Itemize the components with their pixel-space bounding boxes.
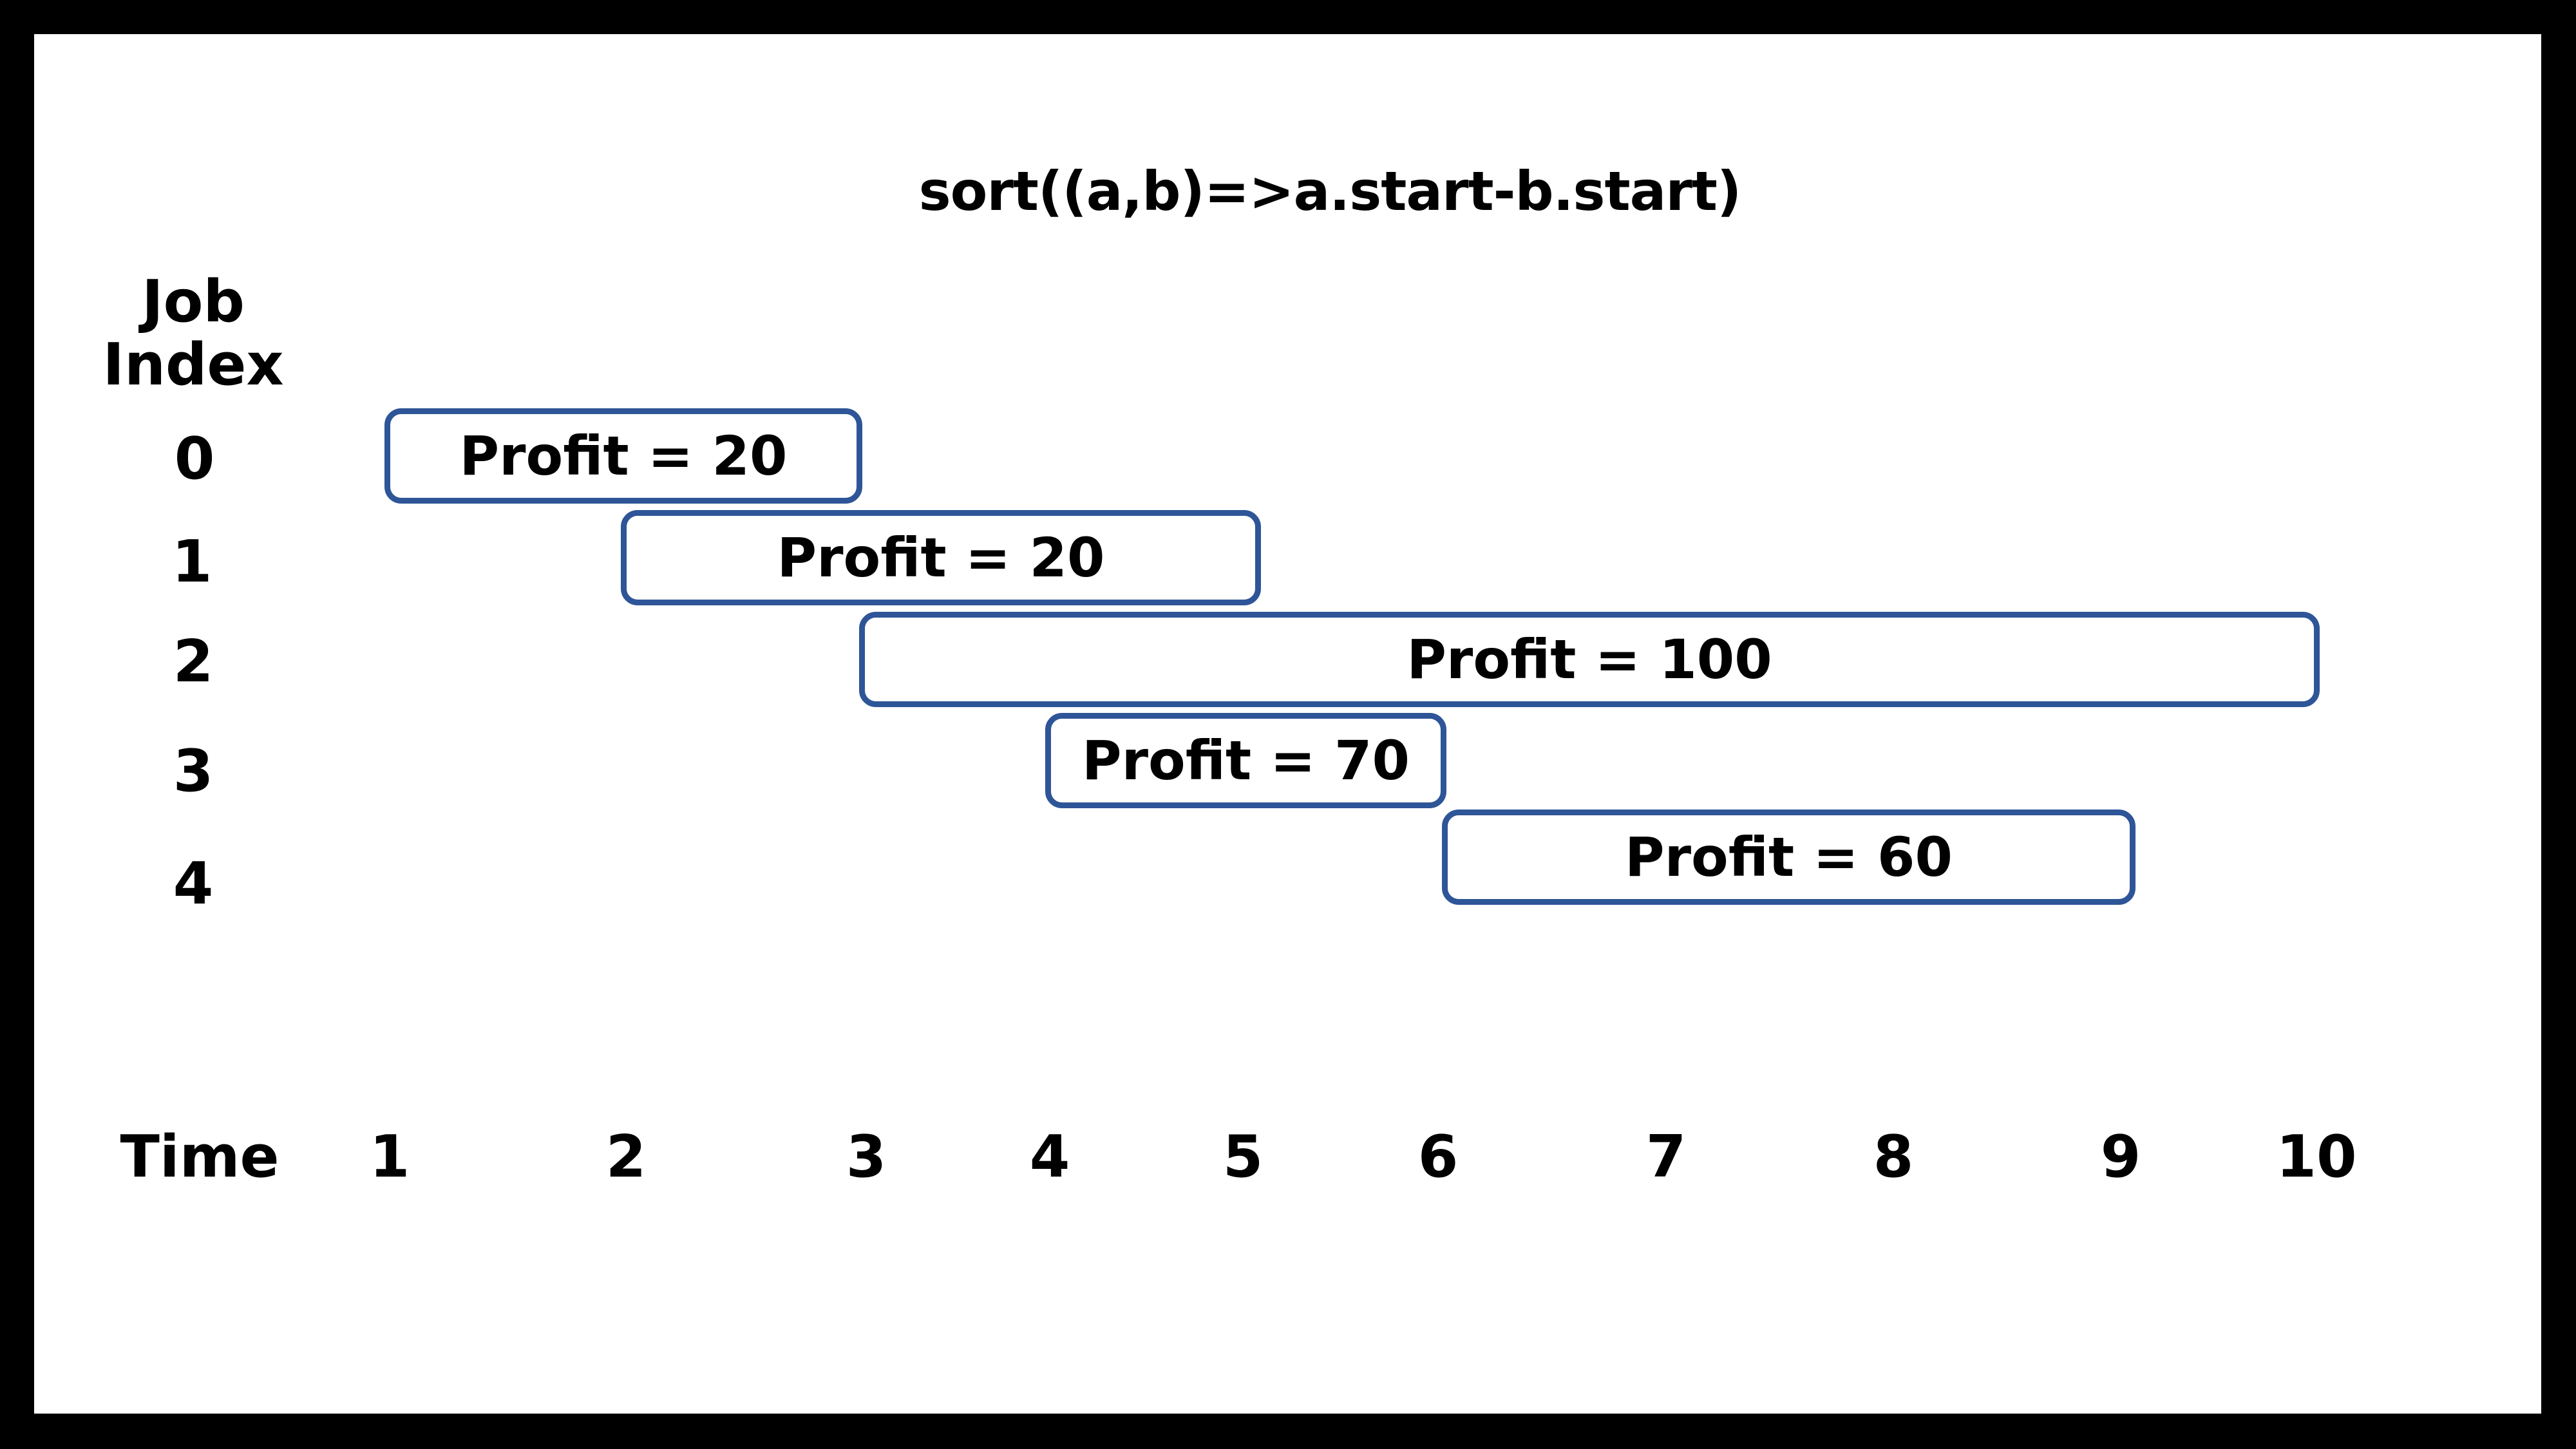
job-index-axis-label-line-1: Job: [142, 268, 245, 336]
job-bar: Profit = 20: [621, 510, 1261, 605]
job-bar: Profit = 20: [384, 408, 862, 504]
time-tick-label: 8: [1873, 1123, 1914, 1191]
job-bar: Profit = 60: [1442, 810, 2136, 905]
job-index-axis-label-line-2: Index: [102, 331, 284, 399]
time-tick-label: 7: [1645, 1123, 1687, 1191]
job-index-label: 1: [171, 528, 213, 596]
time-tick-label: 6: [1417, 1123, 1459, 1191]
time-tick-label: 4: [1029, 1123, 1070, 1191]
job-index-axis-label: Job Index: [97, 270, 290, 397]
time-tick-label: 5: [1222, 1123, 1264, 1191]
time-tick-label: 10: [2276, 1123, 2357, 1191]
job-bar: Profit = 70: [1045, 713, 1446, 808]
time-tick-label: 2: [605, 1123, 647, 1191]
time-axis-label: Time: [120, 1123, 279, 1191]
job-bar: Profit = 100: [859, 612, 2320, 707]
time-tick-label: 3: [846, 1123, 887, 1191]
time-tick-label: 1: [369, 1123, 410, 1191]
job-index-label: 0: [174, 425, 215, 493]
job-index-label: 4: [173, 850, 214, 918]
job-index-label: 3: [173, 737, 214, 805]
slide-title: sort((a,b)=>a.start-b.start): [918, 160, 1742, 223]
job-index-label: 2: [173, 628, 214, 696]
time-tick-label: 9: [2100, 1123, 2141, 1191]
